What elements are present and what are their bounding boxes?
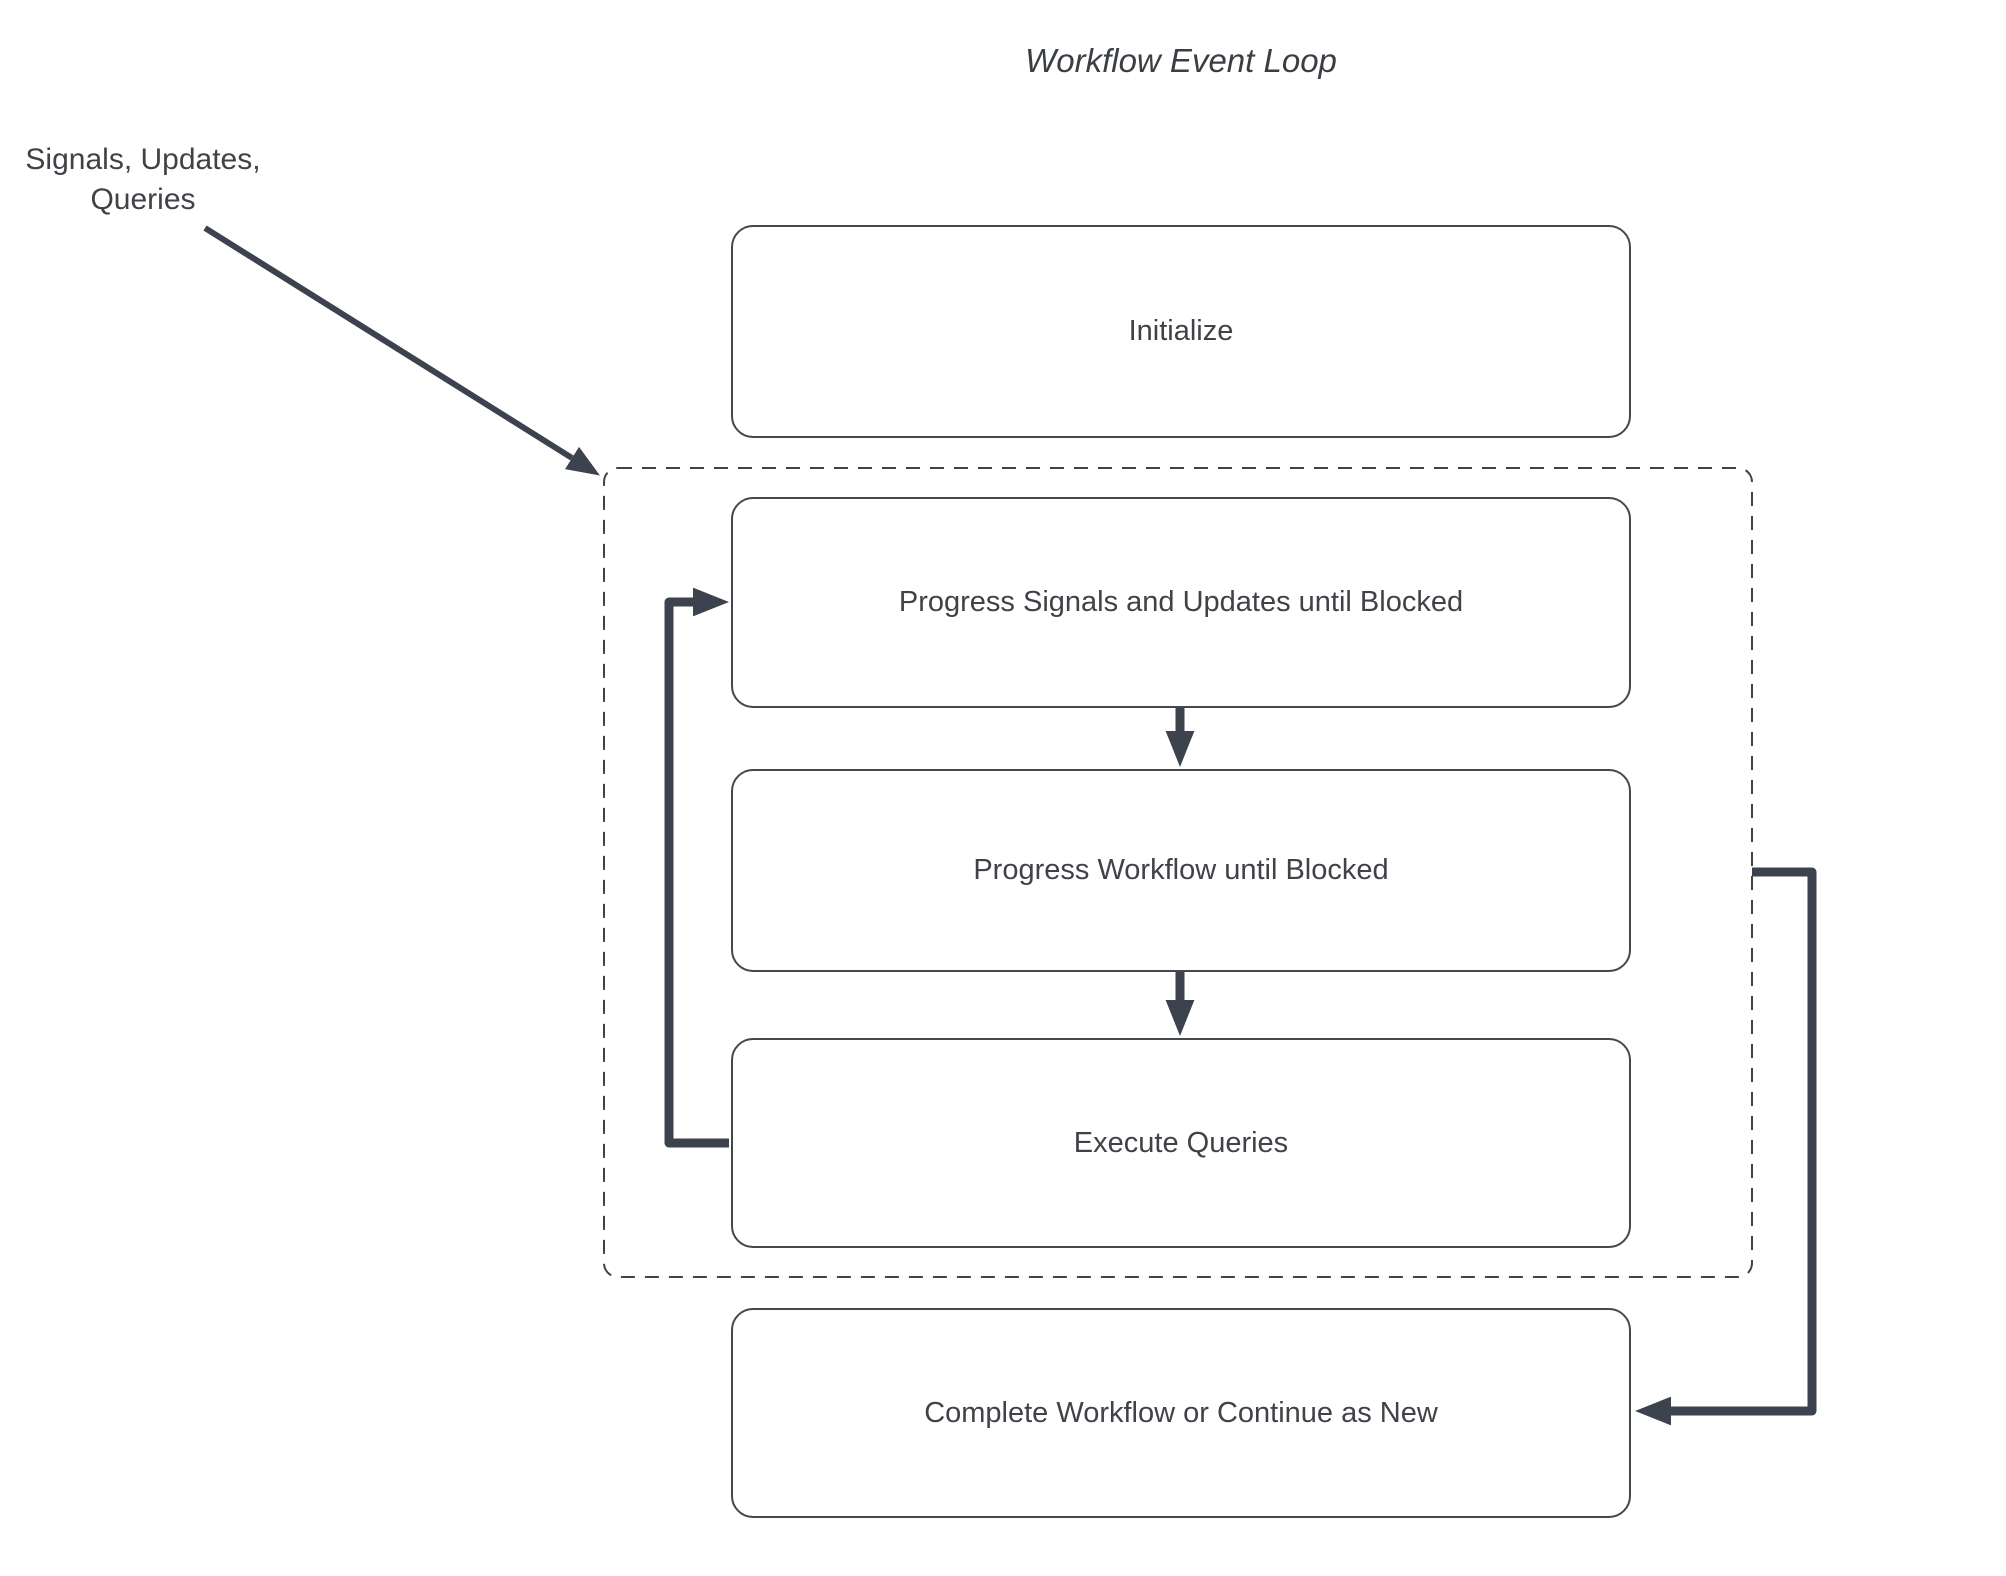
edge-queries-loop-back-to-signals-arrow — [664, 587, 729, 1148]
edge-annotation-to-group-arrow — [203, 225, 600, 476]
event-loop-group-dashed-border — [603, 467, 1753, 1278]
node-complete-workflow: Complete Workflow or Continue as New — [731, 1308, 1631, 1518]
diagram-title: Workflow Event Loop — [1025, 42, 1337, 79]
node-initialize: Initialize — [731, 225, 1631, 438]
node-progress-workflow: Progress Workflow until Blocked — [731, 769, 1631, 972]
node-progress-signals-updates: Progress Signals and Updates until Block… — [731, 497, 1631, 708]
edge-group-to-complete-arrow — [1635, 867, 1817, 1426]
annotation-signals-updates-queries: Signals, Updates, Queries — [25, 143, 261, 216]
node-execute-queries: Execute Queries — [731, 1038, 1631, 1248]
